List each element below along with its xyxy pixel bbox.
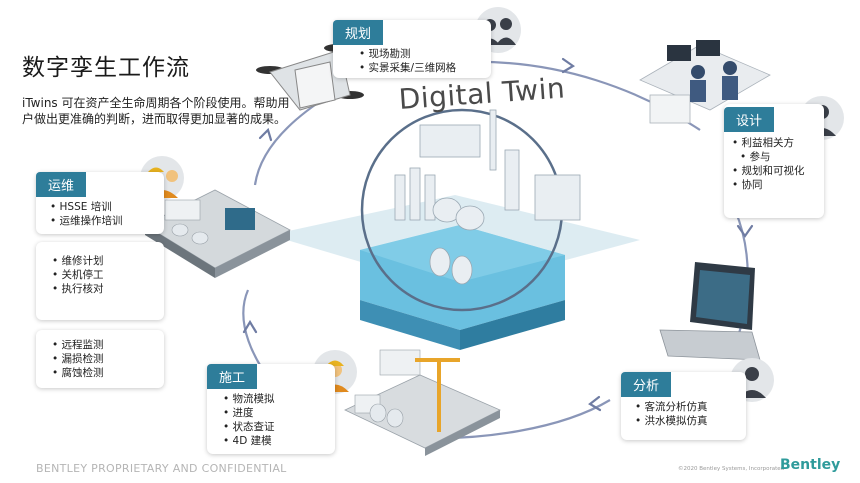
operations-card: 运维 HSSE 培训 运维操作培训 [36,172,164,234]
confidential-footer: BENTLEY PROPRIETARY AND CONFIDENTIAL [36,462,287,475]
plan-card-list: 现场勘测 实景采集/三维网格 [359,47,457,75]
list-item: 实景采集/三维网格 [359,61,457,75]
list-item: 执行核对 [52,282,104,296]
list-item: 现场勘测 [359,47,456,61]
construction-card: 施工 物流模拟 进度 状态查证 4D 建模 [207,364,335,454]
list-item: 利益相关方 [732,136,805,150]
digital-twin-platform [270,108,640,350]
copyright-notice: ©2020 Bentley Systems, Incorporated [678,466,785,472]
list-item: 进度 [223,406,275,420]
list-item: 物流模拟 [223,392,275,406]
bentley-logo: Bentley [780,457,841,473]
list-item: 客流分析仿真 [635,400,708,414]
intro-text: iTwins 可在资产全生命周期各个阶段使用。帮助用户做出更准确的判断，进而取得… [22,96,290,126]
maintenance-card-list: 维修计划 关机停工 执行核对 [52,254,104,296]
plan-card: 规划 现场勘测 实景采集/三维网格 [333,20,491,78]
monitoring-card-list: 远程监测 漏损检测 腐蚀检测 [52,338,104,380]
design-card-heading: 设计 [724,107,775,132]
construction-card-heading: 施工 [207,364,258,389]
list-item: 规划和可视化 [732,164,805,178]
list-item: 4D 建模 [223,434,275,448]
list-item: HSSE 培训 [50,200,123,214]
laptop-illustration [659,262,761,361]
operations-card-heading: 运维 [36,172,87,197]
design-card-list: 利益相关方 参与 规划和可视化 协同 [732,136,805,192]
page-title: 数字孪生工作流 [22,55,190,81]
list-item: 状态查证 [223,420,275,434]
list-item: 运维操作培训 [50,214,123,228]
list-item: 关机停工 [52,268,104,282]
construction-card-list: 物流模拟 进度 状态查证 4D 建模 [223,392,275,448]
list-item: 腐蚀检测 [52,366,104,380]
maintenance-card: 维修计划 关机停工 执行核对 [36,242,164,320]
plan-card-heading: 规划 [333,20,384,45]
operations-card-list: HSSE 培训 运维操作培训 [50,200,123,228]
design-card: 设计 利益相关方 参与 规划和可视化 协同 [724,104,824,218]
operations-plant-illustration [144,189,291,278]
construction-site-illustration [344,349,501,456]
list-item: 远程监测 [52,338,104,352]
list-item: 维修计划 [52,254,104,268]
list-item: 协同 [732,178,805,192]
analysis-card-list: 客流分析仿真 洪水模拟仿真 [635,400,708,428]
list-item: 洪水模拟仿真 [635,414,708,428]
cycle-arrows [242,57,754,412]
monitoring-card: 远程监测 漏损检测 腐蚀检测 [36,330,164,388]
analysis-card: 分析 客流分析仿真 洪水模拟仿真 [621,372,746,440]
analysis-card-heading: 分析 [621,372,672,397]
office-illustration [639,40,771,124]
list-item: 参与 [732,150,805,164]
list-item: 漏损检测 [52,352,104,366]
